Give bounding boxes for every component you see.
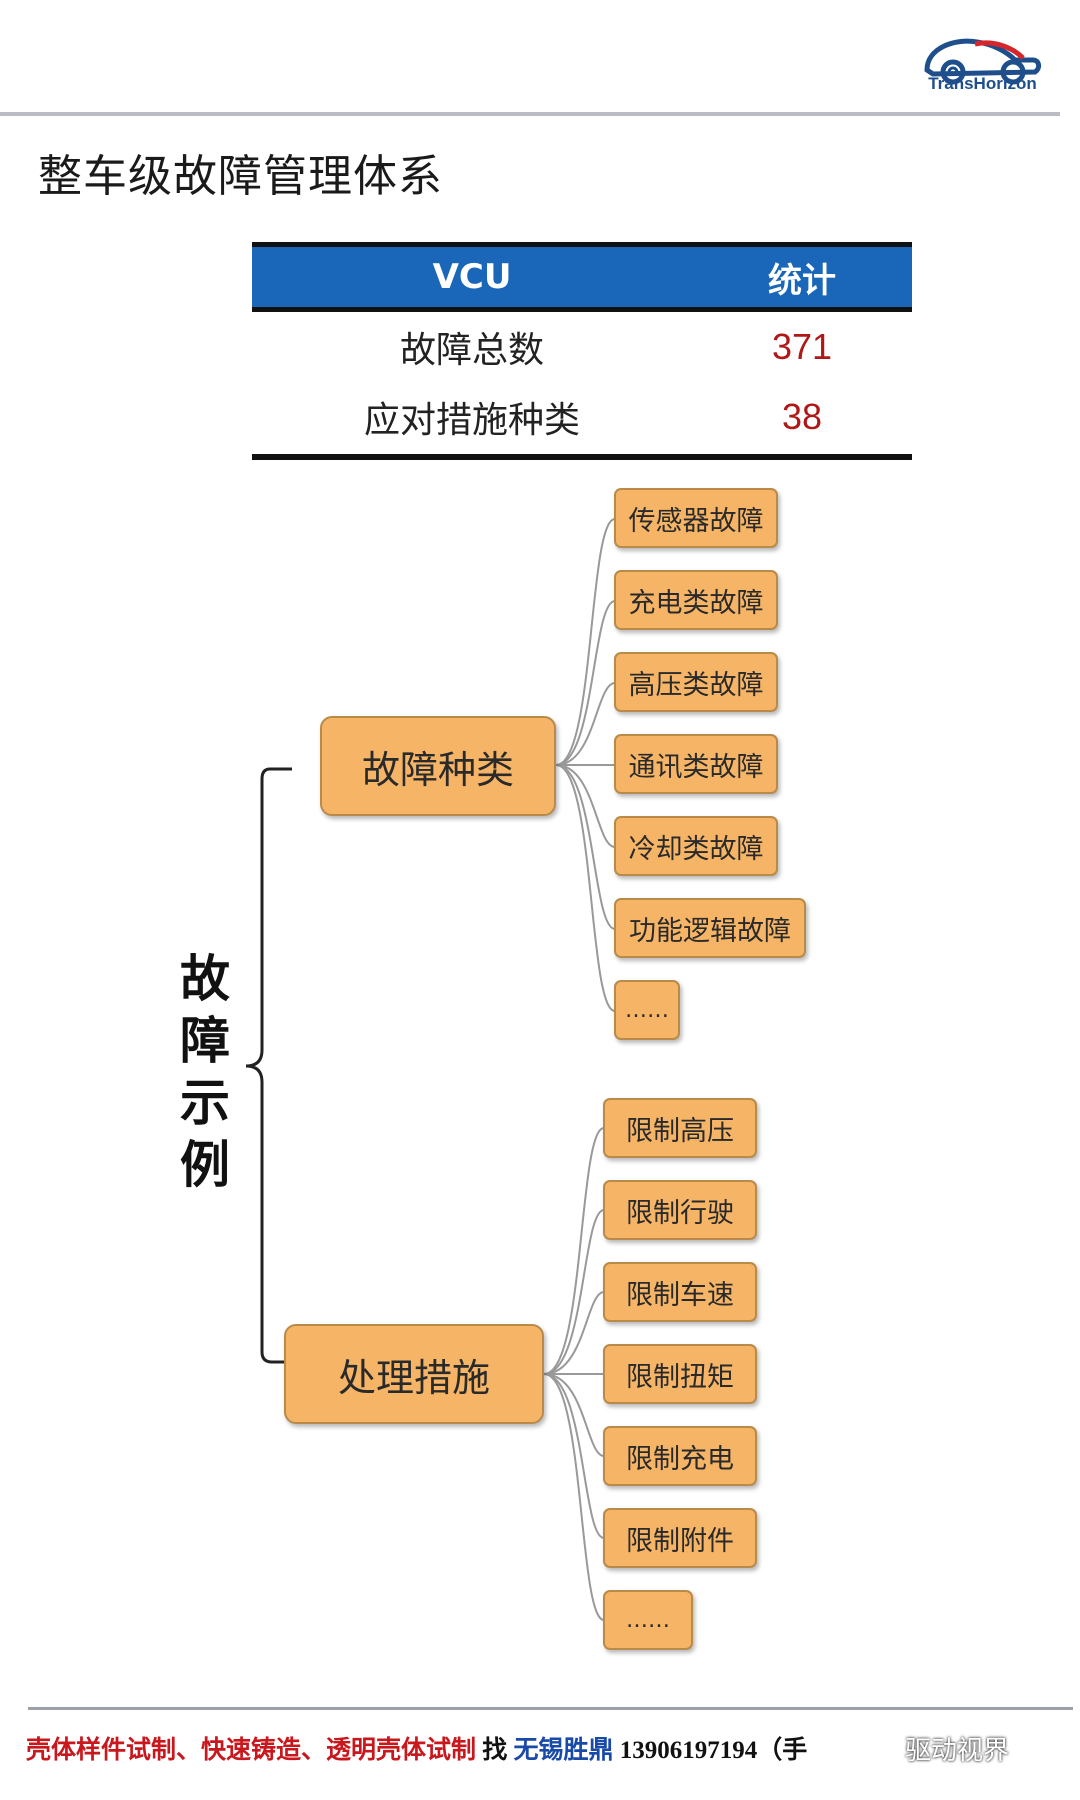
row-value: 38 bbox=[781, 396, 823, 437]
brand-name: TransHorizon bbox=[928, 74, 1037, 93]
footer-find: 找 bbox=[476, 1737, 514, 1764]
measure-node: 限制行驶 bbox=[603, 1180, 757, 1240]
measure-node: 限制充电 bbox=[603, 1426, 757, 1486]
fault-type-node: 功能逻辑故障 bbox=[614, 898, 806, 958]
fault-type-more: …… bbox=[614, 980, 680, 1040]
row-value: 371 bbox=[771, 326, 833, 367]
row-label: 故障总数 bbox=[399, 330, 544, 371]
table-row: 故障总数 371 bbox=[252, 312, 912, 382]
branch-fault-types: 故障种类 bbox=[320, 716, 556, 816]
page-title: 整车级故障管理体系 bbox=[38, 151, 443, 202]
table-row: 应对措施种类 38 bbox=[252, 382, 912, 452]
footer-phone: 13906197194（手 bbox=[613, 1737, 808, 1764]
branch-handling-measures: 处理措施 bbox=[284, 1324, 544, 1424]
fault-type-node: 冷却类故障 bbox=[614, 816, 778, 876]
fault-type-node: 传感器故障 bbox=[614, 488, 778, 548]
measure-node: 限制扭矩 bbox=[603, 1344, 757, 1404]
table-header: VCU 统计 bbox=[252, 242, 912, 312]
fault-type-node: 通讯类故障 bbox=[614, 734, 778, 794]
measure-more: …… bbox=[603, 1590, 693, 1650]
vcu-stats-table: VCU 统计 故障总数 371 应对措施种类 38 bbox=[252, 242, 912, 460]
fault-type-node: 高压类故障 bbox=[614, 652, 778, 712]
watermark: 驱动视界 bbox=[905, 1736, 1010, 1766]
measure-node: 限制附件 bbox=[603, 1508, 757, 1568]
header-divider bbox=[0, 112, 1060, 116]
table-bottom-rule bbox=[252, 454, 912, 460]
header-vcu: VCU bbox=[432, 257, 512, 297]
fault-type-node: 充电类故障 bbox=[614, 570, 778, 630]
footer-company: 无锡胜鼎 bbox=[513, 1737, 614, 1764]
footer-divider bbox=[28, 1707, 1073, 1710]
footer-ad: 壳体样件试制、快速铸造、透明壳体试制 找 无锡胜鼎 13906197194（手 bbox=[26, 1730, 807, 1766]
row-label: 应对措施种类 bbox=[363, 400, 580, 441]
transhorizon-logo-icon bbox=[924, 38, 1042, 85]
root-label: 故障示例 bbox=[180, 950, 230, 1194]
measure-node: 限制高压 bbox=[603, 1098, 757, 1158]
header-stat: 统计 bbox=[768, 260, 836, 301]
footer-service: 壳体样件试制、快速铸造、透明壳体试制 bbox=[26, 1737, 477, 1764]
measure-node: 限制车速 bbox=[603, 1262, 757, 1322]
